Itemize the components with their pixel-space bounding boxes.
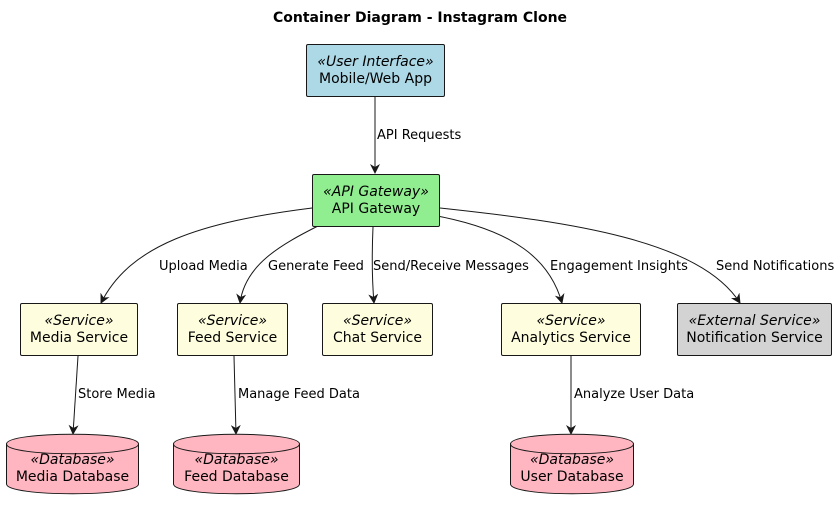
label-send-notifications: Send Notifications [716, 259, 835, 274]
database-cylinder-icon [510, 433, 634, 495]
label-send-receive-messages: Send/Receive Messages [373, 259, 529, 274]
diagram-title: Container Diagram - Instagram Clone [272, 10, 568, 26]
stereotype: «Service» [197, 312, 268, 329]
node-name: Feed Database [184, 469, 289, 485]
node-analytics-service: «Service» Analytics Service [501, 303, 641, 356]
node-name: Mobile/Web App [319, 70, 432, 87]
node-name: Analytics Service [511, 329, 631, 346]
node-chat-service: «Service» Chat Service [322, 303, 433, 356]
node-api-gateway: «API Gateway» API Gateway [312, 174, 440, 227]
edge-manage-feed [230, 355, 241, 435]
node-name: User Database [520, 469, 624, 485]
database-cylinder-icon [6, 433, 139, 495]
edge-upload-media [100, 207, 313, 304]
node-feed-database: «Database» Feed Database [173, 433, 300, 495]
label-api-requests: API Requests [377, 128, 462, 143]
node-media-service: «Service» Media Service [20, 303, 138, 356]
edge-send-receive [368, 226, 379, 304]
stereotype: «User Interface» [317, 53, 434, 70]
node-mobile-web-app: «User Interface» Mobile/Web App [306, 44, 445, 97]
label-engagement-insights: Engagement Insights [550, 259, 688, 274]
stereotype: «Service» [44, 312, 114, 329]
label-manage-feed-data: Manage Feed Data [238, 387, 360, 402]
node-notification-service: «External Service» Notification Service [677, 303, 832, 356]
node-name: Feed Service [187, 329, 278, 346]
label-upload-media: Upload Media [159, 259, 248, 274]
stereotype: «API Gateway» [323, 183, 429, 200]
stereotype: «External Service» [688, 312, 821, 329]
node-name: Chat Service [333, 329, 422, 346]
edge-engagement [431, 214, 565, 304]
edge-store-media [68, 355, 79, 435]
node-feed-service: «Service» Feed Service [177, 303, 288, 356]
node-user-database: «Database» User Database [510, 433, 634, 495]
edge-generate-feed [236, 224, 321, 304]
stereotype: «Database» [30, 452, 115, 468]
edge-send-notifications [439, 207, 741, 304]
label-analyze-user-data: Analyze User Data [574, 387, 695, 402]
label-generate-feed: Generate Feed [268, 259, 364, 274]
stereotype: «Database» [194, 452, 279, 468]
node-name: Media Service [29, 329, 129, 346]
stereotype: «Service» [342, 312, 413, 329]
database-cylinder-icon [173, 433, 300, 495]
node-name: Media Database [15, 469, 130, 485]
node-name: Notification Service [686, 329, 823, 346]
label-store-media: Store Media [78, 387, 156, 402]
node-name: API Gateway [331, 200, 421, 217]
stereotype: «Service» [536, 312, 606, 329]
stereotype: «Database» [529, 452, 615, 468]
node-media-database: «Database» Media Database [6, 433, 139, 495]
